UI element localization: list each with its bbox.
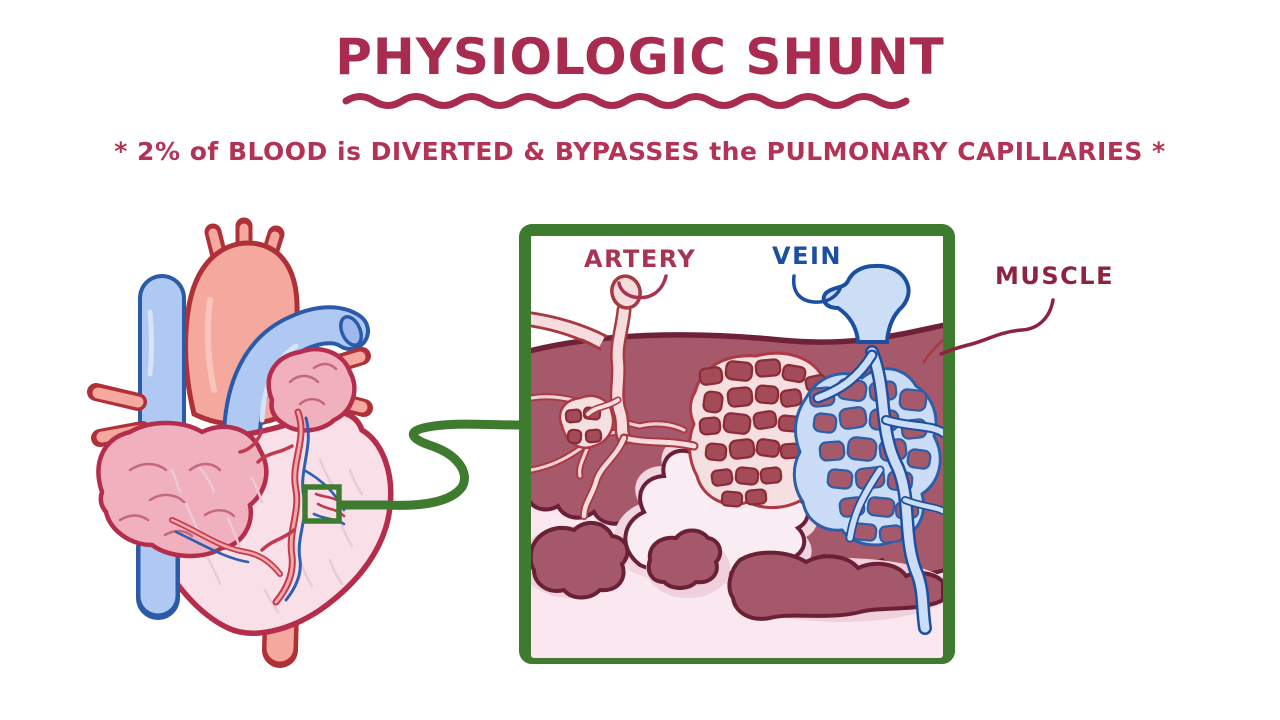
pulmonary-artery-opening (339, 315, 363, 347)
pulmonary-artery (221, 305, 370, 472)
myocardium-texture (170, 458, 364, 614)
capillary-cell (818, 440, 846, 462)
capillary-cell (724, 360, 754, 382)
capillary-cell (838, 406, 868, 430)
capillary-cell (564, 408, 583, 424)
vein-vessel (812, 263, 943, 635)
muscle-pointer-line (939, 298, 1055, 356)
capillary-cell (755, 438, 781, 458)
vein-pointer-line (791, 274, 842, 304)
capillary-cell (906, 448, 932, 470)
capillary-cell (846, 436, 878, 462)
heart-illustration (87, 217, 394, 668)
inset-content (531, 263, 943, 658)
vein-head (821, 263, 911, 344)
capillary-cell (704, 442, 728, 462)
capillary-cell (734, 466, 760, 486)
capillary-cell (759, 466, 783, 485)
capillary-cell (566, 428, 583, 445)
capillary-cell (722, 412, 752, 435)
capillary-cell (752, 410, 778, 430)
capillary-cell (698, 366, 724, 386)
subtitle: * 2% of BLOOD is DIVERTED & BYPASSES the… (114, 137, 1166, 166)
capillary-cell (878, 524, 904, 544)
muscle-label: MUSCLE (995, 262, 1114, 290)
tissue-blobs (531, 520, 943, 622)
left-atrium (266, 346, 357, 433)
capillary-cell (584, 428, 603, 444)
capillary-cell (812, 412, 838, 434)
atrium-texture (288, 362, 338, 406)
atrium-texture (118, 462, 236, 538)
capillary-cell (779, 388, 803, 408)
artery-label: ARTERY (584, 245, 697, 273)
capillary-cell (826, 468, 854, 490)
zoom-connector-line (337, 419, 528, 510)
capillary-cell (781, 363, 807, 384)
capillary-cell (898, 388, 928, 412)
capillary-cell (754, 384, 780, 405)
artery-vessel (531, 274, 699, 520)
capillary-cell (698, 416, 722, 436)
right-edge-vessel (922, 334, 943, 364)
capillary-cell (866, 496, 896, 518)
right-atrium (96, 420, 269, 559)
capillary-cell (702, 390, 724, 414)
small-mesh-cells (564, 406, 603, 445)
wavy-line (342, 93, 910, 109)
coronary-arteries (169, 408, 346, 606)
inset-box (519, 224, 955, 664)
capillary-cell (728, 438, 756, 460)
artery-pointer-line (617, 274, 668, 300)
title-underline-wave (342, 93, 910, 109)
capillary-cell (744, 488, 768, 506)
capillary-cell (726, 386, 754, 408)
page-title: PHYSIOLOGIC SHUNT (335, 28, 945, 86)
capillary-cell (710, 468, 734, 487)
vein-label: VEIN (772, 242, 842, 270)
capillary-cell (720, 490, 744, 508)
capillary-cell (754, 358, 782, 378)
